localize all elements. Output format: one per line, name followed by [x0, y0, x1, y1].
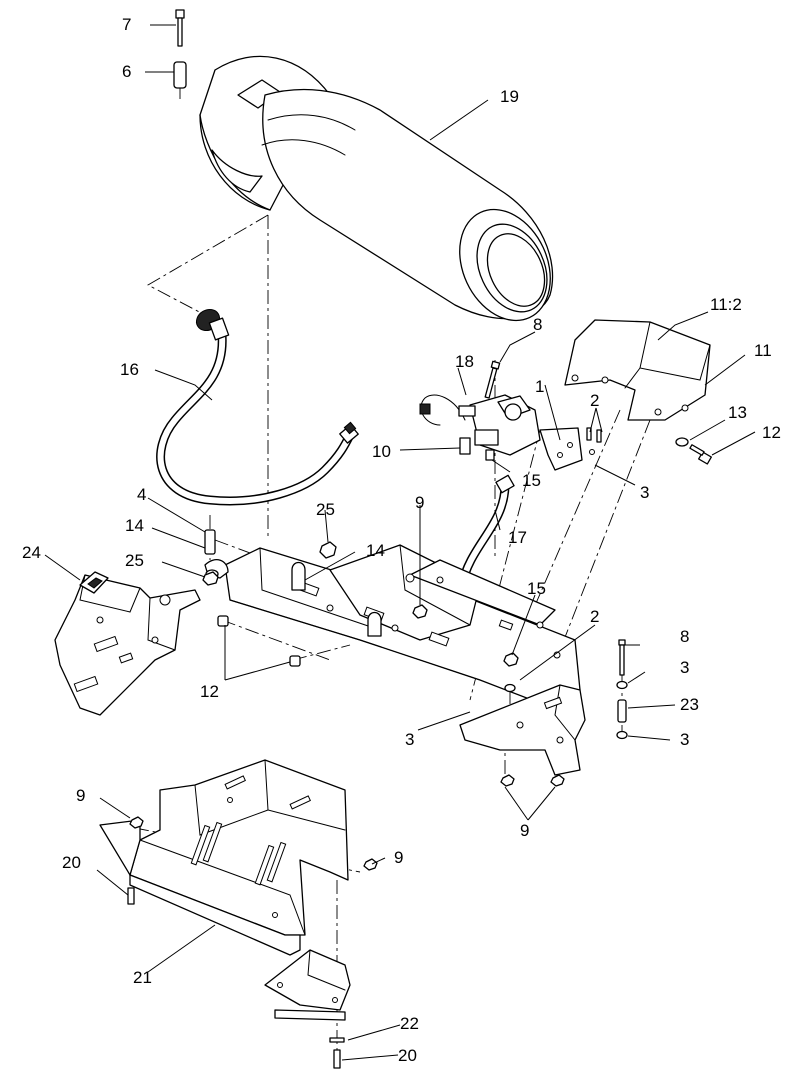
callout-9-lower: 9: [520, 821, 529, 840]
bolt-8-lower: [618, 639, 626, 676]
hose-fitting-handwheel: [195, 308, 230, 341]
bolt-20-left: [127, 887, 135, 905]
spacer-4: [204, 529, 216, 555]
callout-20-left: 20: [62, 853, 81, 872]
callout-25-upper: 25: [316, 500, 335, 519]
screw-2-upper: [586, 427, 602, 455]
callout-12-upper: 12: [762, 423, 781, 442]
nuts-9-lower: [500, 774, 565, 787]
washer-13: [675, 437, 689, 447]
callout-8-upper: 8: [533, 315, 542, 334]
plate-22: [264, 949, 351, 1021]
bracket-24: [54, 574, 201, 716]
washer-3-c: [504, 683, 516, 693]
nut-25-lower: [202, 571, 219, 586]
callout-3-lower: 3: [405, 730, 414, 749]
callout-2-lower: 2: [590, 607, 599, 626]
callout-15-lower: 15: [527, 579, 546, 598]
spacer-23: [617, 699, 627, 723]
callout-9-shield-right: 9: [394, 848, 403, 867]
callout-12-lower: 12: [200, 682, 219, 701]
callout-25-lower: 25: [125, 551, 144, 570]
bolt-12-upper: [689, 444, 712, 465]
callout-23: 23: [680, 695, 699, 714]
callout-11: 11: [754, 341, 772, 360]
spacer-6: [173, 61, 187, 89]
callout-11-2: 11:2: [710, 295, 742, 314]
nut-9-shield-left: [129, 816, 144, 829]
callout-4: 4: [137, 485, 146, 504]
callout-9-shield-left: 9: [76, 786, 85, 805]
callout-15-upper: 15: [522, 471, 541, 490]
clamp-14-left: [291, 561, 306, 591]
bolt-12-lower-b: [289, 655, 301, 667]
decal-24: [79, 571, 109, 594]
callout-22: 22: [400, 1014, 419, 1033]
callout-21: 21: [133, 968, 152, 987]
callout-20-bottom: 20: [398, 1046, 417, 1065]
callout-3-right-upper: 3: [680, 658, 689, 677]
callout-8-lower: 8: [680, 627, 689, 646]
bolt-20-bottom: [333, 1049, 341, 1069]
callout-10: 10: [372, 442, 391, 461]
propane-tank-19: [199, 55, 554, 322]
washer-3-b: [616, 730, 628, 740]
callout-18: 18: [455, 352, 474, 371]
nut-9-upper: [412, 604, 428, 619]
nut-9-shield-right: [363, 858, 378, 871]
callout-13: 13: [728, 403, 747, 422]
washer-3-a: [616, 680, 628, 690]
callout-19: 19: [500, 87, 519, 106]
clamp-14-right: [367, 611, 382, 637]
bracket-right: [459, 684, 586, 776]
callout-6: 6: [122, 62, 131, 81]
callout-17: 17: [508, 528, 527, 547]
callout-16: 16: [120, 360, 139, 379]
shield-21: [99, 759, 349, 956]
callout-24: 24: [22, 543, 41, 562]
regulator-18: [419, 394, 541, 461]
callout-3-right-lower: 3: [680, 730, 689, 749]
bolt-7: [175, 9, 185, 47]
leader-lines: [44, 24, 756, 1061]
callout-3-upper: 3: [640, 483, 649, 502]
callout-labels: 7 6 19 8 11:2 11 16 18 1 2 13 12 10 15 3…: [22, 15, 781, 1065]
callout-9-upper: 9: [415, 493, 424, 512]
washer-22: [329, 1037, 345, 1043]
callout-14-left: 14: [125, 516, 144, 535]
bolt-12-lower-a: [217, 615, 229, 627]
hose-fitting-end: [339, 421, 359, 444]
callout-1: 1: [535, 377, 544, 396]
callout-14-right: 14: [366, 541, 385, 560]
callout-7: 7: [122, 15, 131, 34]
cover-11: [564, 319, 711, 421]
bracket-1: [539, 427, 583, 471]
chassis-frame: [224, 544, 581, 706]
nut-25-upper: [319, 541, 337, 559]
bolt-8-upper: [484, 360, 501, 399]
hose-16: [156, 308, 359, 506]
callout-2-upper: 2: [590, 391, 599, 410]
